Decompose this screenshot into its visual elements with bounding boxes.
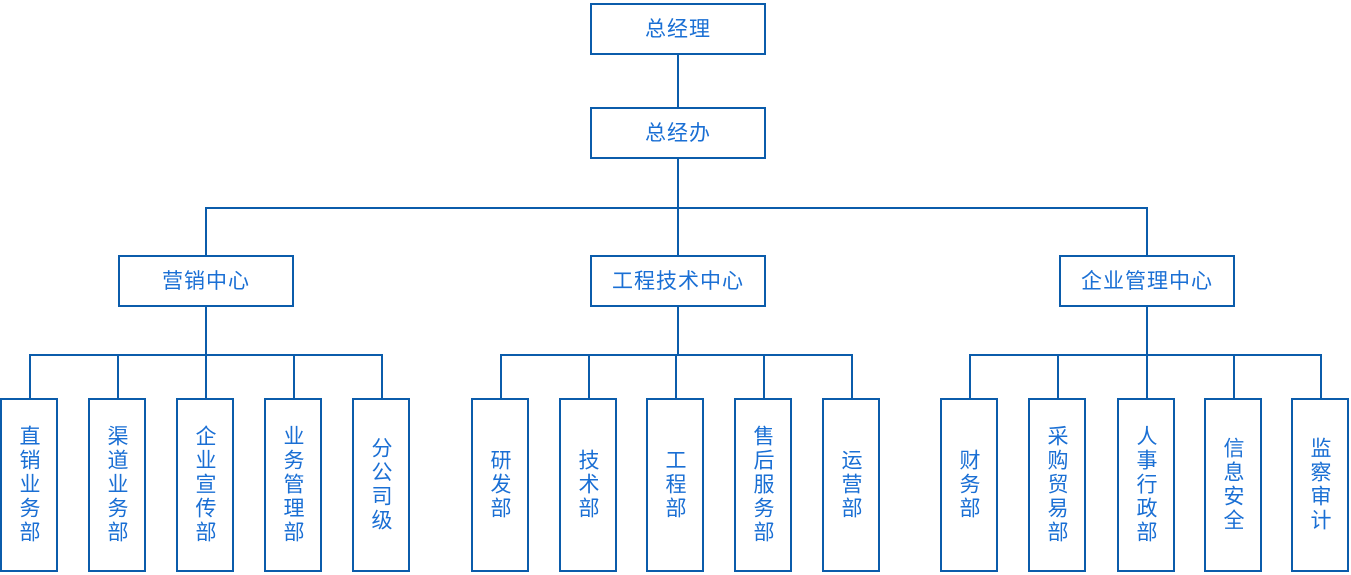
node-label: 工程技术中心 bbox=[612, 268, 744, 293]
connector-center-2-leaf-0 bbox=[969, 354, 971, 398]
node-dept-after-sales-service[interactable]: 售后服务部 bbox=[734, 398, 792, 572]
connector-bus-to-center-1 bbox=[677, 207, 679, 255]
node-label: 企业管理中心 bbox=[1081, 268, 1213, 293]
connector-center-1-leaf-4 bbox=[851, 354, 853, 398]
node-dept-business-management[interactable]: 业务管理部 bbox=[264, 398, 322, 572]
node-label: 研发部 bbox=[488, 449, 513, 521]
node-label: 监察审计 bbox=[1308, 437, 1333, 533]
node-label: 渠道业务部 bbox=[105, 425, 130, 545]
connector-center-0-leaf-2 bbox=[205, 354, 207, 398]
node-label: 采购贸易部 bbox=[1045, 425, 1070, 545]
node-label: 总经理 bbox=[645, 16, 711, 41]
node-dept-hr-administration[interactable]: 人事行政部 bbox=[1117, 398, 1175, 572]
connector-center-2-leaf-2 bbox=[1146, 354, 1148, 398]
node-dept-engineering[interactable]: 工程部 bbox=[646, 398, 704, 572]
connector-center-0-leaf-4 bbox=[381, 354, 383, 398]
node-dept-research-development[interactable]: 研发部 bbox=[471, 398, 529, 572]
bus-level1 bbox=[205, 207, 1148, 209]
connector-center-1-leaf-1 bbox=[588, 354, 590, 398]
connector-center-2-leaf-4 bbox=[1320, 354, 1322, 398]
connector-center-2-down bbox=[1146, 307, 1148, 354]
connector-center-2-leaf-1 bbox=[1057, 354, 1059, 398]
node-label: 售后服务部 bbox=[751, 425, 776, 545]
connector-center-0-down bbox=[205, 307, 207, 354]
connector-root-to-office bbox=[677, 55, 679, 107]
node-dept-operations[interactable]: 运营部 bbox=[822, 398, 880, 572]
node-center-marketing[interactable]: 营销中心 bbox=[118, 255, 294, 307]
node-label: 技术部 bbox=[576, 449, 601, 521]
node-general-manager-office[interactable]: 总经办 bbox=[590, 107, 766, 159]
node-dept-corporate-publicity[interactable]: 企业宣传部 bbox=[176, 398, 234, 572]
connector-bus-to-center-2 bbox=[1146, 207, 1148, 255]
node-dept-information-security[interactable]: 信息安全 bbox=[1204, 398, 1262, 572]
node-label: 直销业务部 bbox=[17, 425, 42, 545]
node-general-manager[interactable]: 总经理 bbox=[590, 3, 766, 55]
node-dept-direct-sales[interactable]: 直销业务部 bbox=[0, 398, 58, 572]
connector-center-1-down bbox=[677, 307, 679, 354]
connector-bus-to-center-0 bbox=[205, 207, 207, 255]
node-label: 分公司级 bbox=[369, 437, 394, 533]
node-label: 财务部 bbox=[957, 449, 982, 521]
connector-center-2-leaf-3 bbox=[1233, 354, 1235, 398]
connector-center-0-leaf-3 bbox=[293, 354, 295, 398]
node-label: 运营部 bbox=[839, 449, 864, 521]
connector-center-1-leaf-0 bbox=[500, 354, 502, 398]
node-label: 信息安全 bbox=[1221, 437, 1246, 533]
node-label: 营销中心 bbox=[162, 268, 250, 293]
node-label: 工程部 bbox=[663, 449, 688, 521]
node-label: 业务管理部 bbox=[281, 425, 306, 545]
node-label: 企业宣传部 bbox=[193, 425, 218, 545]
node-dept-supervision-audit[interactable]: 监察审计 bbox=[1291, 398, 1349, 572]
node-dept-technology[interactable]: 技术部 bbox=[559, 398, 617, 572]
connector-center-0-leaf-1 bbox=[117, 354, 119, 398]
node-dept-channel-sales[interactable]: 渠道业务部 bbox=[88, 398, 146, 572]
node-label: 人事行政部 bbox=[1134, 425, 1159, 545]
connector-center-1-leaf-3 bbox=[763, 354, 765, 398]
node-label: 总经办 bbox=[645, 120, 711, 145]
node-center-engineering[interactable]: 工程技术中心 bbox=[590, 255, 766, 307]
connector-office-down bbox=[677, 159, 679, 207]
node-dept-procurement-trade[interactable]: 采购贸易部 bbox=[1028, 398, 1086, 572]
node-dept-finance[interactable]: 财务部 bbox=[940, 398, 998, 572]
node-dept-branch-company[interactable]: 分公司级 bbox=[352, 398, 410, 572]
connector-center-0-leaf-0 bbox=[29, 354, 31, 398]
connector-center-1-leaf-2 bbox=[675, 354, 677, 398]
node-center-enterprise-management[interactable]: 企业管理中心 bbox=[1059, 255, 1235, 307]
bus-center-2 bbox=[969, 354, 1321, 356]
